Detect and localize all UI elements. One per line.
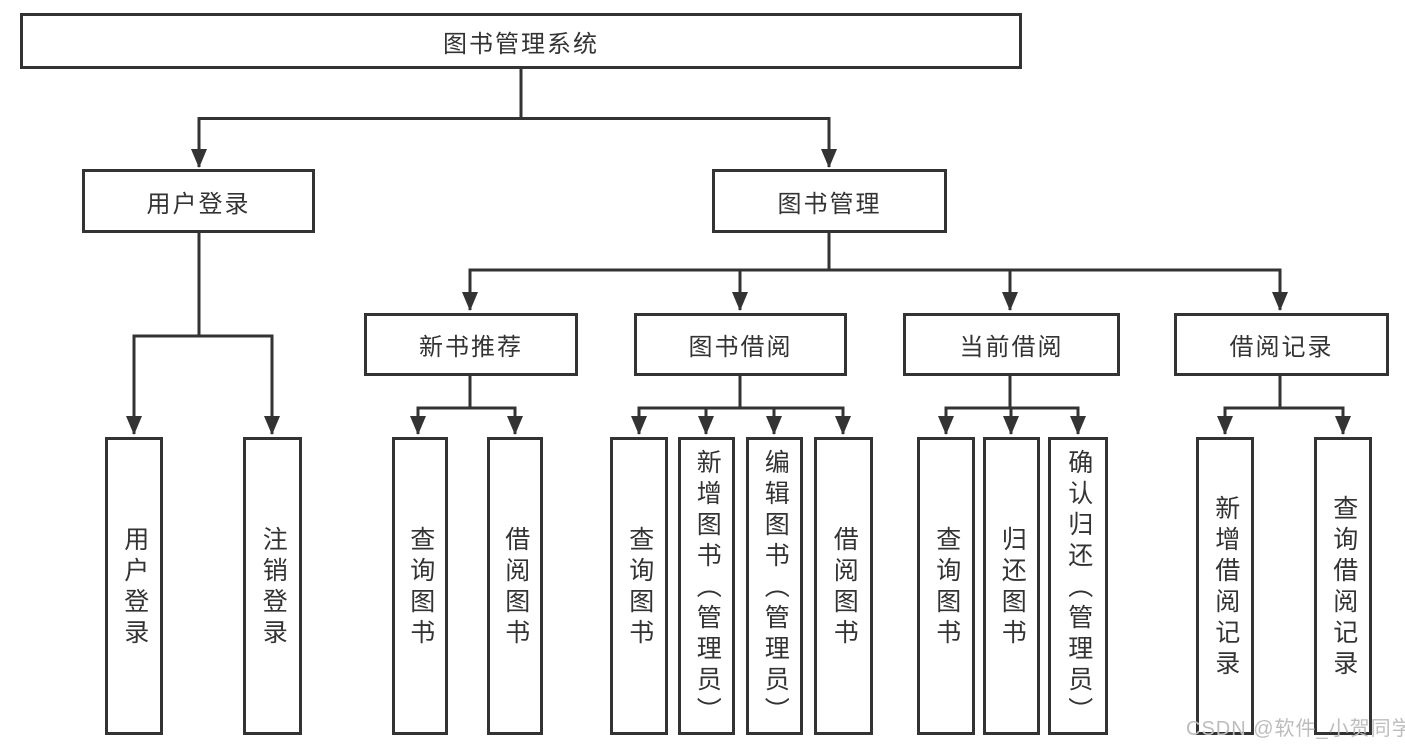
leaf-borrow-book-1: 借阅图书: [487, 437, 543, 735]
node-book-borrow: 图书借阅: [634, 313, 847, 376]
node-current-borrow: 当前借阅: [903, 313, 1120, 376]
node-user-login: 用户登录: [82, 169, 315, 233]
leaf-return-book: 归还图书: [983, 437, 1040, 735]
leaf-add-book-admin: 新增图书（管理员）: [678, 437, 735, 735]
leaf-logout: 注销登录: [243, 437, 302, 735]
node-book-management: 图书管理: [712, 169, 947, 233]
leaf-confirm-return-admin: 确认归还（管理员）: [1048, 437, 1108, 735]
leaf-edit-book-admin: 编辑图书（管理员）: [746, 437, 803, 735]
leaf-user-login: 用户登录: [105, 437, 163, 735]
leaf-borrow-book-2: 借阅图书: [814, 437, 873, 735]
leaf-add-borrow-record: 新增借阅记录: [1196, 437, 1254, 735]
node-root: 图书管理系统: [20, 13, 1022, 69]
node-new-book-recommend: 新书推荐: [364, 313, 578, 376]
leaf-query-borrow-record: 查询借阅记录: [1314, 437, 1372, 735]
node-borrow-records: 借阅记录: [1174, 313, 1389, 376]
csdn-watermark: CSDN @软件_小贺同学: [1186, 718, 1405, 740]
leaf-query-book-3: 查询图书: [917, 437, 975, 735]
leaf-query-book-2: 查询图书: [610, 437, 668, 735]
leaf-query-book-1: 查询图书: [392, 437, 448, 735]
